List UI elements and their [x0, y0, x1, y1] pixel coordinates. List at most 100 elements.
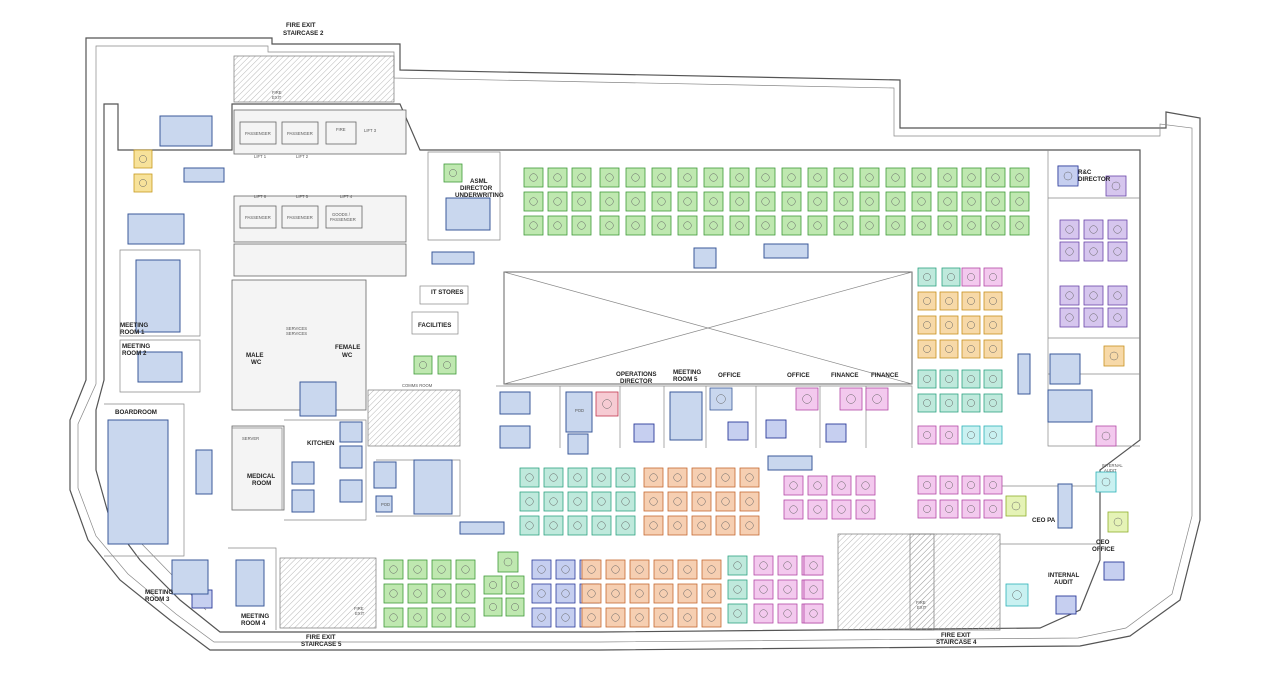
desk	[917, 369, 937, 389]
fire-exit-small-5-label-2: EXIT	[355, 611, 365, 616]
meeting-room-4-label: MEETING	[241, 613, 269, 620]
fire-exit-small-label-2: EXIT	[272, 95, 282, 100]
desk	[985, 191, 1006, 212]
pod-label: POD	[575, 408, 584, 413]
desk	[833, 191, 854, 212]
kitchen-label: KITCHEN	[307, 440, 335, 447]
desk	[917, 267, 937, 287]
desk	[781, 167, 802, 188]
lift-4-label: LIFT 4	[340, 194, 353, 199]
desk	[885, 167, 906, 188]
fire-exit-small-4-label: FIRE	[916, 600, 926, 605]
breakout-2	[499, 425, 531, 449]
desk	[961, 369, 981, 389]
internal-audit-label-2: AUDIT	[1054, 579, 1073, 586]
meeting-room-3-table	[171, 559, 209, 595]
desk	[859, 167, 880, 188]
finance-1-label: FINANCE	[831, 372, 859, 379]
desk	[939, 499, 959, 519]
meeting-small-2	[1047, 389, 1093, 423]
desk	[383, 583, 404, 604]
meeting-room-2-label: MEETING	[122, 343, 150, 350]
desk	[961, 167, 982, 188]
desk	[591, 515, 612, 536]
desk	[939, 369, 959, 389]
desk	[531, 559, 552, 580]
desk	[939, 475, 959, 495]
lift-label-passenger-1: PASSENGER	[245, 131, 271, 136]
fire-exit-4-label-2: STAIRCASE 4	[936, 639, 977, 646]
desk	[555, 607, 576, 628]
desk	[547, 167, 568, 188]
desk	[739, 515, 760, 536]
desk	[831, 475, 852, 496]
lift-label-goods: GOODS /	[332, 212, 351, 217]
desk	[531, 583, 552, 604]
desk	[727, 579, 748, 600]
desk	[571, 167, 592, 188]
desk	[709, 387, 733, 411]
desk	[625, 215, 646, 236]
breakout-1	[499, 391, 531, 415]
desk	[629, 583, 650, 604]
pod-2	[375, 495, 393, 513]
desk	[629, 559, 650, 580]
asml-label-2: DIRECTOR	[460, 185, 493, 192]
boardroom-table	[107, 419, 169, 545]
desk	[833, 167, 854, 188]
operations-director-label: OPERATIONS	[616, 371, 656, 378]
desk	[591, 491, 612, 512]
desk	[599, 191, 620, 212]
desk	[519, 467, 540, 488]
desk	[939, 339, 959, 359]
desk	[727, 555, 748, 576]
medical-room-label: MEDICAL	[247, 473, 275, 480]
desk	[937, 215, 958, 236]
desk	[1005, 583, 1029, 607]
server-label: SERVER	[242, 436, 259, 441]
desk	[715, 491, 736, 512]
desk	[983, 393, 1003, 413]
meeting-small-1	[1049, 353, 1081, 385]
desk	[961, 315, 981, 335]
desk	[777, 603, 798, 624]
desk	[677, 607, 698, 628]
desk	[701, 559, 722, 580]
ceo-office-label: CEO	[1096, 539, 1110, 546]
meeting-room-1-table	[135, 259, 181, 333]
table-with-chairs	[727, 421, 749, 441]
lift-3-label: LIFT 3	[364, 128, 377, 133]
desk	[727, 603, 748, 624]
desk	[667, 515, 688, 536]
desk	[605, 583, 626, 604]
asml-label-3: UNDERWRITING	[455, 192, 504, 199]
desk	[807, 215, 828, 236]
kitchen-table-3	[339, 421, 363, 443]
desk	[653, 559, 674, 580]
desk	[1107, 511, 1129, 533]
desks-layer	[133, 149, 1129, 628]
desk	[599, 215, 620, 236]
atrium-void	[503, 271, 913, 385]
desk	[567, 467, 588, 488]
operations-director-label-2: DIRECTOR	[620, 378, 653, 385]
desk	[455, 583, 476, 604]
desk	[1105, 175, 1127, 197]
desk	[677, 215, 698, 236]
rc-director-label: R&C	[1078, 169, 1092, 176]
desk	[911, 167, 932, 188]
desk	[865, 387, 889, 411]
fire-exit-4-label: FIRE EXIT	[941, 632, 971, 639]
table-with-chairs	[825, 423, 847, 443]
comms-room-label: COMMS ROOM	[402, 383, 433, 388]
desk	[571, 215, 592, 236]
desk	[667, 467, 688, 488]
desk	[651, 167, 672, 188]
desk	[407, 607, 428, 628]
desk	[1095, 471, 1117, 493]
desk	[939, 291, 959, 311]
desk	[859, 191, 880, 212]
table-with-chairs	[1103, 561, 1125, 581]
desk	[543, 491, 564, 512]
lift-label-passenger-4: PASSENGER	[287, 215, 313, 220]
